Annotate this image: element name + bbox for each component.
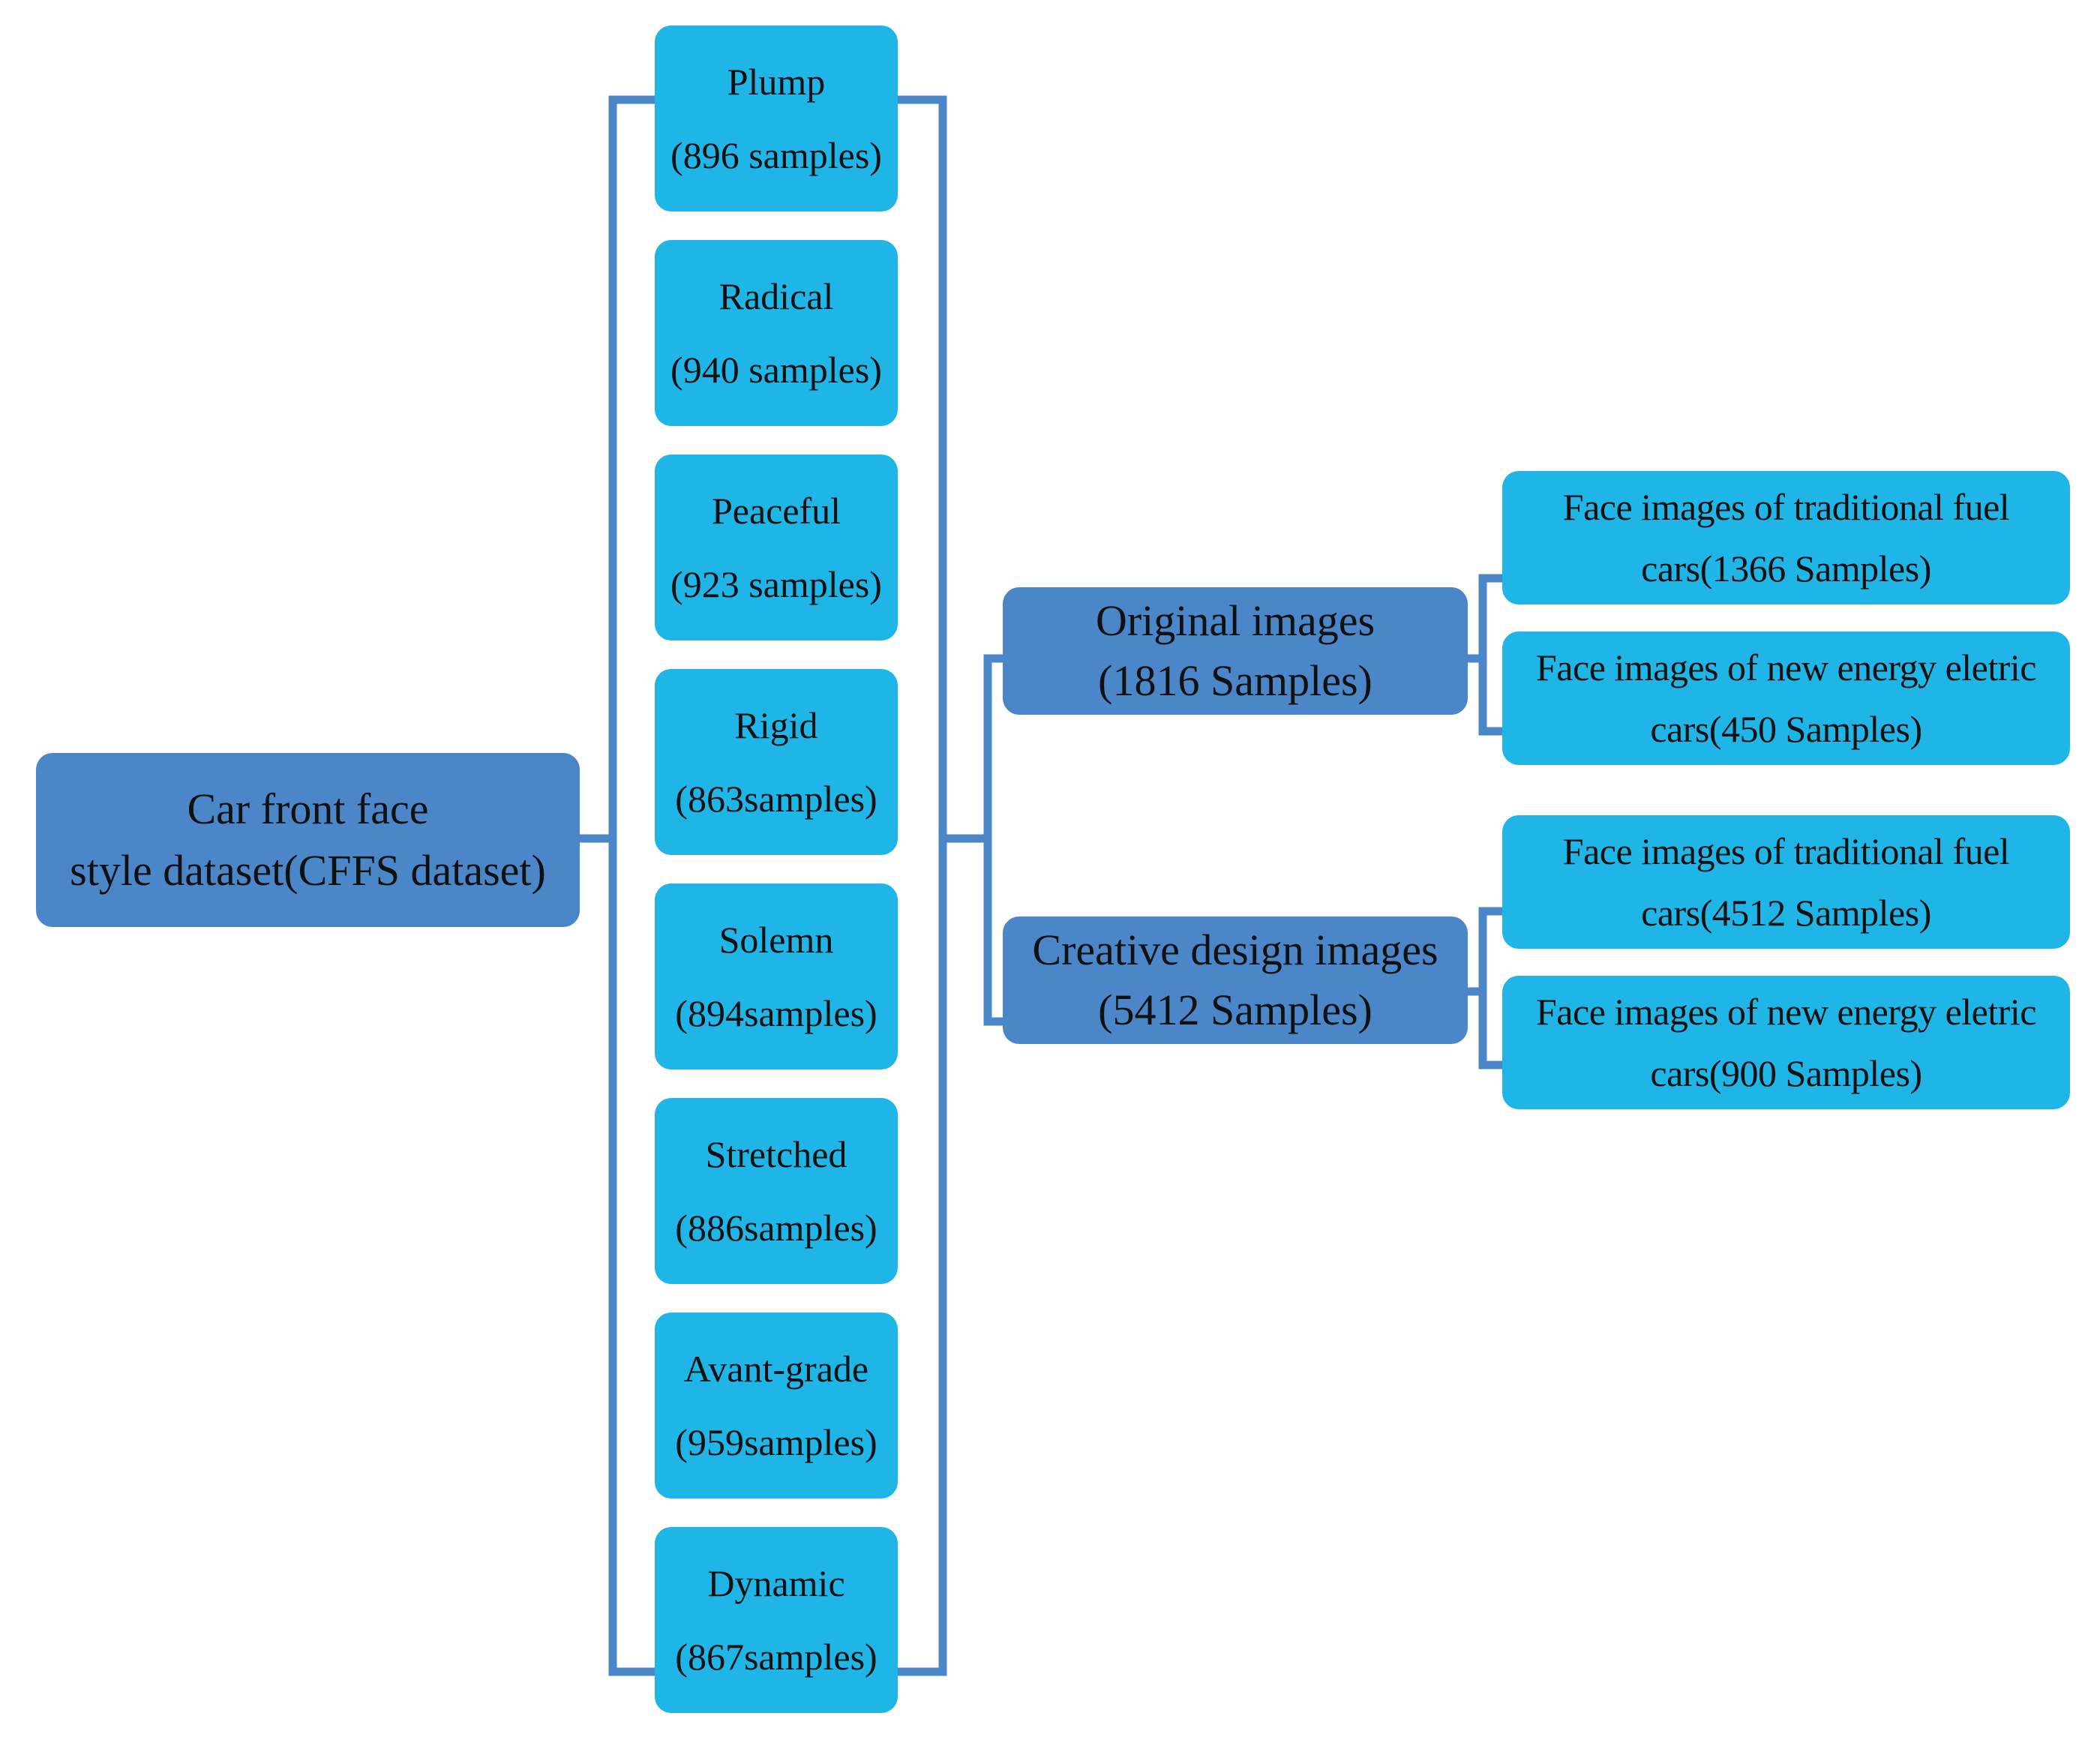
style-name: Peaceful bbox=[711, 490, 842, 532]
leaf-line1: Face images of new energy eletric bbox=[1536, 646, 2037, 688]
group-title: Original images bbox=[1095, 596, 1376, 645]
leaf-creative-new-energy: Face images of new energy eletric cars(9… bbox=[1502, 976, 2070, 1109]
groups-bracket bbox=[983, 654, 1007, 1026]
leaf-line2: cars(1366 Samples) bbox=[1641, 548, 1931, 590]
leaf-line1: Face images of new energy eletric bbox=[1536, 991, 2037, 1033]
root-line1: Car front face bbox=[187, 784, 429, 833]
leaf-line2: cars(4512 Samples) bbox=[1641, 892, 1931, 934]
style-count: (959samples) bbox=[675, 1421, 878, 1463]
group-title: Creative design images bbox=[1032, 926, 1438, 974]
left-rail bbox=[608, 95, 659, 1676]
style-name: Avant-grade bbox=[683, 1348, 869, 1390]
style-box-dynamic: Dynamic (867samples) bbox=[655, 1527, 898, 1713]
style-box-plump: Plump (896 samples) bbox=[655, 26, 898, 212]
style-name: Stretched bbox=[705, 1133, 848, 1175]
style-box-rigid: Rigid (863samples) bbox=[655, 669, 898, 855]
group-creative-design-images: Creative design images (5412 Samples) bbox=[1003, 916, 1468, 1044]
style-box-stretched: Stretched (886samples) bbox=[655, 1098, 898, 1284]
style-box-solemn: Solemn (894samples) bbox=[655, 884, 898, 1070]
style-count: (894samples) bbox=[675, 992, 878, 1034]
group-count: (1816 Samples) bbox=[1098, 656, 1372, 705]
style-box-radical: Radical (940 samples) bbox=[655, 240, 898, 426]
leaf-line1: Face images of traditional fuel bbox=[1562, 830, 2010, 872]
style-count: (896 samples) bbox=[670, 134, 882, 176]
style-count: (940 samples) bbox=[670, 349, 882, 391]
leaf-original-new-energy: Face images of new energy eletric cars(4… bbox=[1502, 632, 2070, 765]
style-name: Solemn bbox=[718, 919, 834, 961]
style-box-avant-grade: Avant-grade (959samples) bbox=[655, 1312, 898, 1498]
style-name: Dynamic bbox=[707, 1562, 845, 1604]
style-box-peaceful: Peaceful (923 samples) bbox=[655, 454, 898, 640]
leaf-line1: Face images of traditional fuel bbox=[1562, 486, 2010, 528]
leaf-line2: cars(900 Samples) bbox=[1650, 1052, 1922, 1094]
style-name: Rigid bbox=[734, 704, 818, 746]
leaf-creative-traditional-fuel: Face images of traditional fuel cars(451… bbox=[1502, 815, 2070, 949]
right-rail bbox=[893, 95, 947, 1676]
root-line2: style dataset(CFFS dataset) bbox=[70, 846, 546, 895]
style-count: (923 samples) bbox=[670, 563, 882, 605]
original-children-bracket bbox=[1478, 574, 1507, 736]
style-count: (863samples) bbox=[675, 778, 878, 820]
group-count: (5412 Samples) bbox=[1098, 986, 1372, 1034]
style-name: Plump bbox=[727, 61, 826, 103]
style-name: Radical bbox=[718, 275, 834, 317]
creative-children-bracket bbox=[1478, 907, 1507, 1070]
root-node: Car front face style dataset(CFFS datase… bbox=[36, 753, 580, 927]
leaf-line2: cars(450 Samples) bbox=[1650, 708, 1922, 750]
leaf-original-traditional-fuel: Face images of traditional fuel cars(136… bbox=[1502, 471, 2070, 604]
group-original-images: Original images (1816 Samples) bbox=[1003, 587, 1468, 715]
style-count: (886samples) bbox=[675, 1207, 878, 1249]
style-count: (867samples) bbox=[675, 1636, 878, 1678]
